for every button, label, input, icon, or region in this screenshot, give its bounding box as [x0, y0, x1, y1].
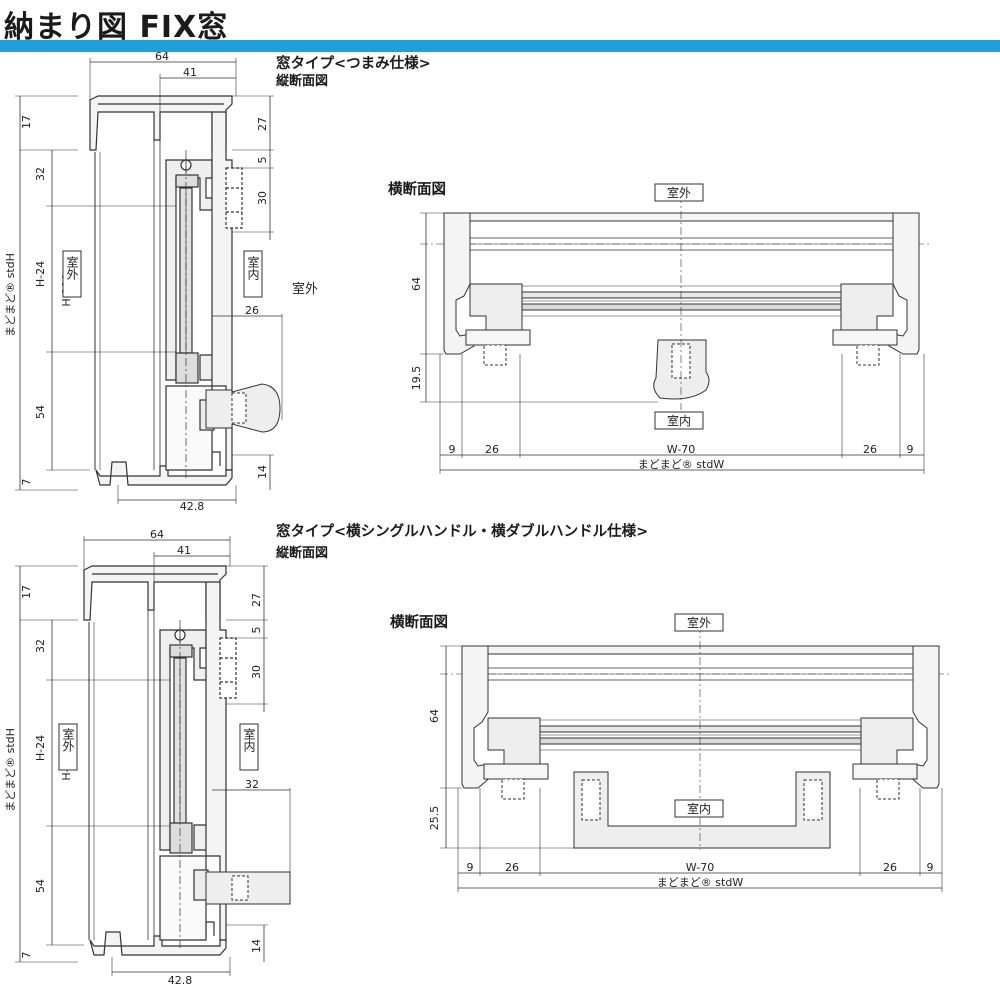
dim-9a: 9 [467, 861, 474, 874]
dim-left-top: 17 [20, 115, 33, 129]
dim-left-54: 54 [34, 879, 47, 893]
dim-right-5: 5 [256, 157, 269, 164]
dim-handle-projection: 32 [245, 778, 259, 791]
dim-left-top: 17 [20, 585, 33, 599]
dim-left-32: 32 [34, 639, 47, 653]
dim-right-30: 30 [256, 191, 269, 205]
dim-26b: 26 [883, 861, 897, 874]
section2-horizontal-boxes: 室外 室内 [674, 613, 724, 818]
dim-9b: 9 [927, 861, 934, 874]
dim-left-32: 32 [34, 167, 47, 181]
section1-horizontal-label: 横断面図 [388, 182, 446, 198]
box-outside-horizontal: 室外 [667, 185, 691, 200]
section2-type-label: 窓タイプ<横シングルハンドル・横ダブルハンドル仕様> [276, 524, 649, 540]
dim-left-h24: H-24 [34, 261, 47, 287]
section1-horizontal-boxes: 室外 室内 [654, 183, 704, 430]
section1-horizontal-section [420, 195, 930, 474]
dim-right-30: 30 [250, 665, 263, 679]
dim-left-std: まどまど® stdH [4, 253, 17, 337]
dim-handle-depth: 19.5 [410, 366, 423, 391]
section1-vertical-boxes [62, 250, 263, 298]
section2-vertical-section [15, 536, 291, 976]
dim-bottom: 42.8 [168, 974, 193, 987]
dim-width-inner: 41 [183, 66, 197, 79]
section2-vertical-boxes [58, 723, 259, 771]
dim-right-27: 27 [250, 593, 263, 607]
dim-right-27: 27 [256, 117, 269, 131]
page-title: 納まり図 FIX窓 [4, 10, 229, 45]
dim-left-std: まどまど® stdH [4, 728, 17, 812]
dim-bottom: 42.8 [180, 500, 205, 513]
box-outside-vertical: 室外 [61, 727, 75, 752]
dim-depth: 64 [428, 709, 441, 723]
dim-left-7: 7 [20, 479, 33, 486]
dim-26a: 26 [485, 443, 499, 456]
dim-right-5: 5 [250, 627, 263, 634]
section1-vertical-label: 縦断面図 [276, 74, 329, 89]
section1-vertical-section [15, 58, 283, 504]
section2-vertical-label: 縦断面図 [276, 546, 329, 561]
section2-horizontal-section [440, 625, 950, 892]
dim-left-h24: H-24 [34, 735, 47, 761]
section1-type-label: 窓タイプ<つまみ仕様> [276, 56, 431, 72]
dim-width-total: 64 [155, 50, 169, 63]
dim-handle-projection: 26 [245, 304, 259, 317]
dim-width-total: 64 [150, 528, 164, 541]
dim-9b: 9 [907, 443, 914, 456]
dim-right-14: 14 [256, 465, 269, 479]
box-inside-vertical: 室内 [246, 255, 260, 280]
box-outside-horizontal: 室外 [687, 615, 711, 630]
dim-right-14: 14 [250, 939, 263, 953]
dim-w70: W-70 [686, 861, 714, 874]
dim-depth: 64 [410, 277, 423, 291]
dim-w70: W-70 [667, 443, 695, 456]
box-outside-vertical: 室外 [65, 255, 79, 280]
dim-left-7: 7 [20, 952, 33, 959]
section2-vertical-dims: 64 41 17 32 H-24 H-110 まどまど® stdH 54 7 2… [4, 528, 263, 987]
outside-free-label: 室外 [292, 281, 318, 297]
box-inside-vertical: 室内 [242, 727, 256, 752]
section2-horizontal-label: 横断面図 [390, 615, 448, 631]
section1-horizontal-dims: 64 19.5 9 26 W-70 26 9 まどまど® stdW [410, 277, 914, 471]
dim-26a: 26 [505, 861, 519, 874]
dim-left-54: 54 [34, 405, 47, 419]
dim-9a: 9 [449, 443, 456, 456]
dim-26b: 26 [863, 443, 877, 456]
title-accent-bar [0, 40, 1000, 52]
box-inside-horizontal: 室内 [667, 413, 691, 428]
section2-horizontal-dims: 64 25.5 9 26 W-70 26 9 まどまど® stdW [428, 709, 934, 889]
dim-handle-depth: 25.5 [428, 806, 441, 831]
dim-std-w: まどまど® stdW [657, 876, 744, 889]
dim-width-inner: 41 [177, 544, 191, 557]
dim-std-w: まどまど® stdW [638, 458, 725, 471]
box-inside-horizontal: 室内 [687, 801, 711, 816]
